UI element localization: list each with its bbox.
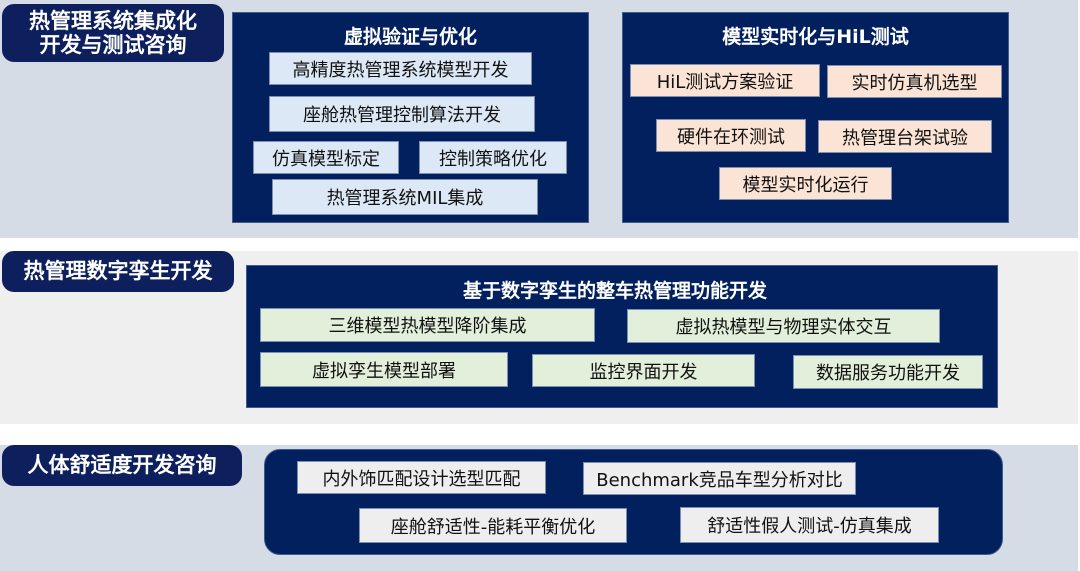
item-box: 座舱舒适性-能耗平衡优化 xyxy=(359,508,627,543)
tag-label: 热管理数字孪生开发 xyxy=(23,259,213,284)
panel-title: 模型实时化与HiL测试 xyxy=(722,26,909,48)
item-box: 虚拟孪生模型部署 xyxy=(260,352,508,387)
item-box: 实时仿真机选型 xyxy=(827,65,1002,98)
item-box: 三维模型热模型降阶集成 xyxy=(260,308,595,342)
panel-title: 基于数字孪生的整车热管理功能开发 xyxy=(462,280,767,302)
item-box: 内外饰匹配设计选型匹配 xyxy=(297,461,546,494)
panel-title: 虚拟验证与优化 xyxy=(343,26,477,48)
item-box: 硬件在环测试 xyxy=(656,119,806,152)
item-box: 数据服务功能开发 xyxy=(793,355,983,389)
item-box: 热管理台架试验 xyxy=(818,120,992,153)
item-box: Benchmark竞品车型分析对比 xyxy=(583,462,856,495)
panel-virtual-validation: 虚拟验证与优化 高精度热管理系统模型开发 座舱热管理控制算法开发 仿真模型标定 … xyxy=(232,12,589,223)
section-tag-digital-twin: 热管理数字孪生开发 xyxy=(2,251,234,292)
item-box: 模型实时化运行 xyxy=(719,167,892,200)
item-box: 座舱热管理控制算法开发 xyxy=(269,96,535,132)
item-box: 热管理系统MIL集成 xyxy=(272,179,538,215)
section-human-comfort: 人体舒适度开发咨询 内外饰匹配设计选型匹配 Benchmark竞品车型分析对比 … xyxy=(0,445,1078,571)
item-box: 虚拟热模型与物理实体交互 xyxy=(627,309,940,343)
tag-line-2: 开发与测试咨询 xyxy=(39,33,187,57)
tag-line-1: 热管理系统集成化 xyxy=(29,8,197,33)
item-box: 控制策略优化 xyxy=(419,141,567,174)
item-box: 监控界面开发 xyxy=(532,354,755,387)
section-tag-human-comfort: 人体舒适度开发咨询 xyxy=(2,445,242,486)
item-box: 高精度热管理系统模型开发 xyxy=(269,52,532,85)
item-box: 舒适性假人测试-仿真集成 xyxy=(680,507,939,543)
panel-realtime-hil: 模型实时化与HiL测试 HiL测试方案验证 实时仿真机选型 硬件在环测试 热管理… xyxy=(622,12,1009,223)
panel-comfort: 内外饰匹配设计选型匹配 Benchmark竞品车型分析对比 座舱舒适性-能耗平衡… xyxy=(264,449,1003,555)
section-tag-thermal-integration: 热管理系统集成化 开发与测试咨询 xyxy=(2,4,224,62)
panel-digital-twin-function: 基于数字孪生的整车热管理功能开发 三维模型热模型降阶集成 虚拟热模型与物理实体交… xyxy=(246,265,998,408)
item-box: HiL测试方案验证 xyxy=(630,64,820,97)
section-thermal-integration: 热管理系统集成化 开发与测试咨询 虚拟验证与优化 高精度热管理系统模型开发 座舱… xyxy=(0,0,1078,238)
tag-label: 人体舒适度开发咨询 xyxy=(27,453,217,478)
item-box: 仿真模型标定 xyxy=(253,141,399,174)
section-digital-twin: 热管理数字孪生开发 基于数字孪生的整车热管理功能开发 三维模型热模型降阶集成 虚… xyxy=(0,251,1078,424)
